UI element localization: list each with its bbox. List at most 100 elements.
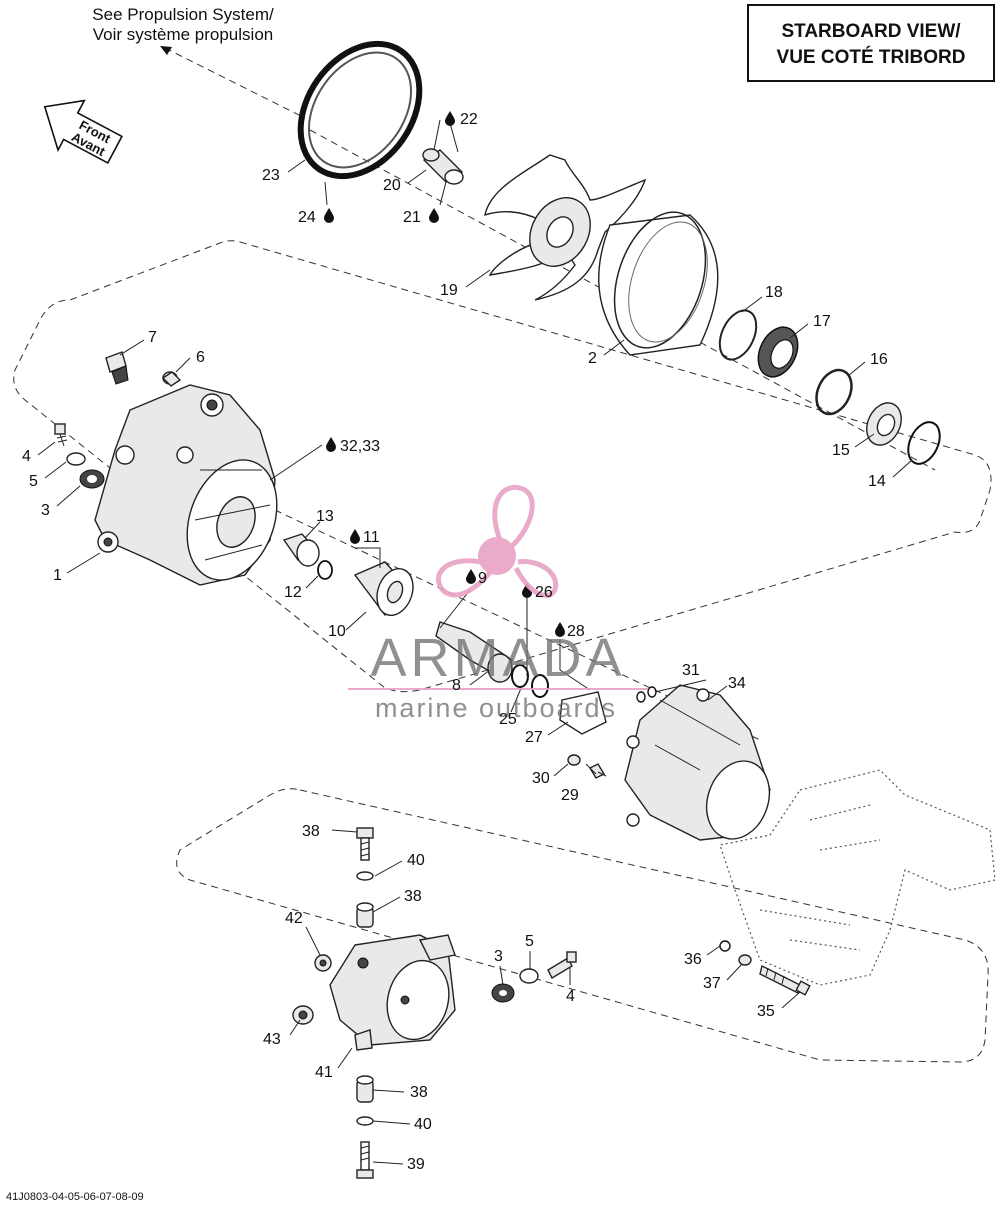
- armada-watermark: ARMADA marine outboards: [348, 485, 648, 723]
- view-title-line1: STARBOARD VIEW/: [781, 21, 961, 42]
- callout-labels: 23 24 22 20 21 19 2 18 17 16 15 14 7 6 4…: [22, 111, 888, 1173]
- callout-37: 37: [703, 975, 721, 992]
- part-1-pump-housing: [94, 384, 278, 586]
- part-2-wear-ring: [598, 211, 719, 356]
- part-4-screw: [54, 423, 68, 447]
- callout-10: 10: [328, 623, 346, 640]
- part-20-sleeve: [422, 148, 464, 185]
- callout-38-b: 38: [404, 888, 422, 905]
- propeller-hub-icon: [478, 537, 516, 575]
- part-12-o-ring: [317, 560, 333, 580]
- diagram-code: 41J0803-04-05-06-07-08-09: [6, 1191, 144, 1203]
- part-40-washer-upper: [356, 871, 374, 881]
- watermark-rule: [348, 688, 648, 690]
- callout-5: 5: [29, 473, 38, 490]
- propulsion-ref-line1: See Propulsion System/: [92, 5, 274, 24]
- part-16-ring: [815, 368, 853, 416]
- lubricant-drop-icon: [429, 208, 439, 223]
- callout-23: 23: [262, 167, 280, 184]
- callout-40-a: 40: [407, 852, 425, 869]
- view-title-line2: VUE COTÉ TRIBORD: [777, 46, 966, 68]
- watermark-brand: ARMADA: [370, 628, 625, 688]
- part-41-nozzle: [329, 934, 456, 1051]
- part-27-cover: [559, 691, 607, 735]
- callout-36: 36: [684, 951, 702, 968]
- part-40-washer-lower: [356, 1116, 374, 1126]
- part-3-grommet-lower: [491, 983, 515, 1003]
- callout-2: 2: [588, 350, 597, 367]
- callout-15: 15: [832, 442, 850, 459]
- part-39-bolt: [356, 1141, 374, 1179]
- part-23-seal-ring: [297, 40, 423, 180]
- leader-lines: [37, 119, 913, 1165]
- callout-6: 6: [196, 349, 205, 366]
- callout-11: 11: [363, 529, 380, 546]
- front-arrow: Front Avant: [43, 99, 123, 164]
- callout-34: 34: [728, 675, 746, 692]
- part-6-bushing: [161, 371, 182, 387]
- lower-assembly-outline: [176, 788, 989, 1063]
- lubricant-drop-icon: [466, 569, 476, 584]
- callout-38-c: 38: [410, 1084, 428, 1101]
- callout-32-33: 32,33: [340, 438, 380, 455]
- callout-27: 27: [525, 729, 543, 746]
- part-29-screw: [589, 763, 607, 779]
- callout-38-a: 38: [302, 823, 320, 840]
- lubricant-drop-icon: [326, 437, 336, 452]
- callout-19: 19: [440, 282, 458, 299]
- lubricant-drop-icon: [445, 111, 455, 126]
- part-42-bushing: [314, 954, 332, 972]
- part-38-bushing-upper: [356, 902, 374, 928]
- callout-1: 1: [53, 567, 62, 584]
- part-15-bearing: [866, 402, 902, 446]
- callout-30: 30: [532, 770, 550, 787]
- callout-3: 3: [41, 502, 50, 519]
- part-17-seal: [757, 326, 799, 378]
- callout-7: 7: [148, 329, 157, 346]
- callout-24: 24: [298, 209, 316, 226]
- callout-16: 16: [870, 351, 888, 368]
- part-36-washer: [719, 940, 731, 952]
- callout-13: 13: [316, 508, 334, 525]
- callout-4-lower: 4: [566, 988, 575, 1005]
- callout-21: 21: [403, 209, 421, 226]
- part-18-circlip: [718, 309, 758, 361]
- part-31-o-ring-a: [636, 691, 646, 703]
- callout-28: 28: [567, 623, 585, 640]
- part-31-o-ring-b: [647, 686, 657, 698]
- callout-14: 14: [868, 473, 886, 490]
- part-35-bolt: [759, 964, 811, 996]
- part-8-drive-shaft: [435, 621, 513, 683]
- callout-5-lower: 5: [525, 933, 534, 950]
- callout-40-b: 40: [414, 1116, 432, 1133]
- propulsion-ref-line2: Voir système propulsion: [93, 25, 273, 44]
- part-38-bolt-upper: [356, 827, 374, 861]
- callout-3-lower: 3: [494, 948, 503, 965]
- callout-20: 20: [383, 177, 401, 194]
- part-25-o-ring-b: [531, 674, 549, 698]
- callout-18: 18: [765, 284, 783, 301]
- callout-17: 17: [813, 313, 831, 330]
- callout-8: 8: [452, 677, 461, 694]
- stern-bracket-phantom: [719, 769, 996, 986]
- watermark-tagline: marine outboards: [375, 693, 617, 723]
- callout-43: 43: [263, 1031, 281, 1048]
- callout-12: 12: [284, 584, 302, 601]
- part-5-washer: [66, 452, 86, 466]
- part-19-impeller: [484, 154, 647, 301]
- part-38-bushing-lower: [356, 1075, 374, 1103]
- lubricant-drop-icon: [350, 529, 360, 544]
- part-37-washer: [738, 954, 752, 966]
- callout-26: 26: [535, 584, 553, 601]
- part-30-washer: [567, 754, 581, 766]
- part-14-o-ring: [907, 421, 941, 465]
- callout-41: 41: [315, 1064, 333, 1081]
- arrow-icon: [160, 46, 172, 55]
- part-10-bearing: [353, 561, 414, 617]
- front-arrow-icon: [43, 99, 123, 164]
- upper-assembly-outline: [13, 240, 992, 693]
- callout-22: 22: [460, 111, 478, 128]
- part-43-bushing: [292, 1005, 314, 1025]
- callout-25: 25: [499, 711, 517, 728]
